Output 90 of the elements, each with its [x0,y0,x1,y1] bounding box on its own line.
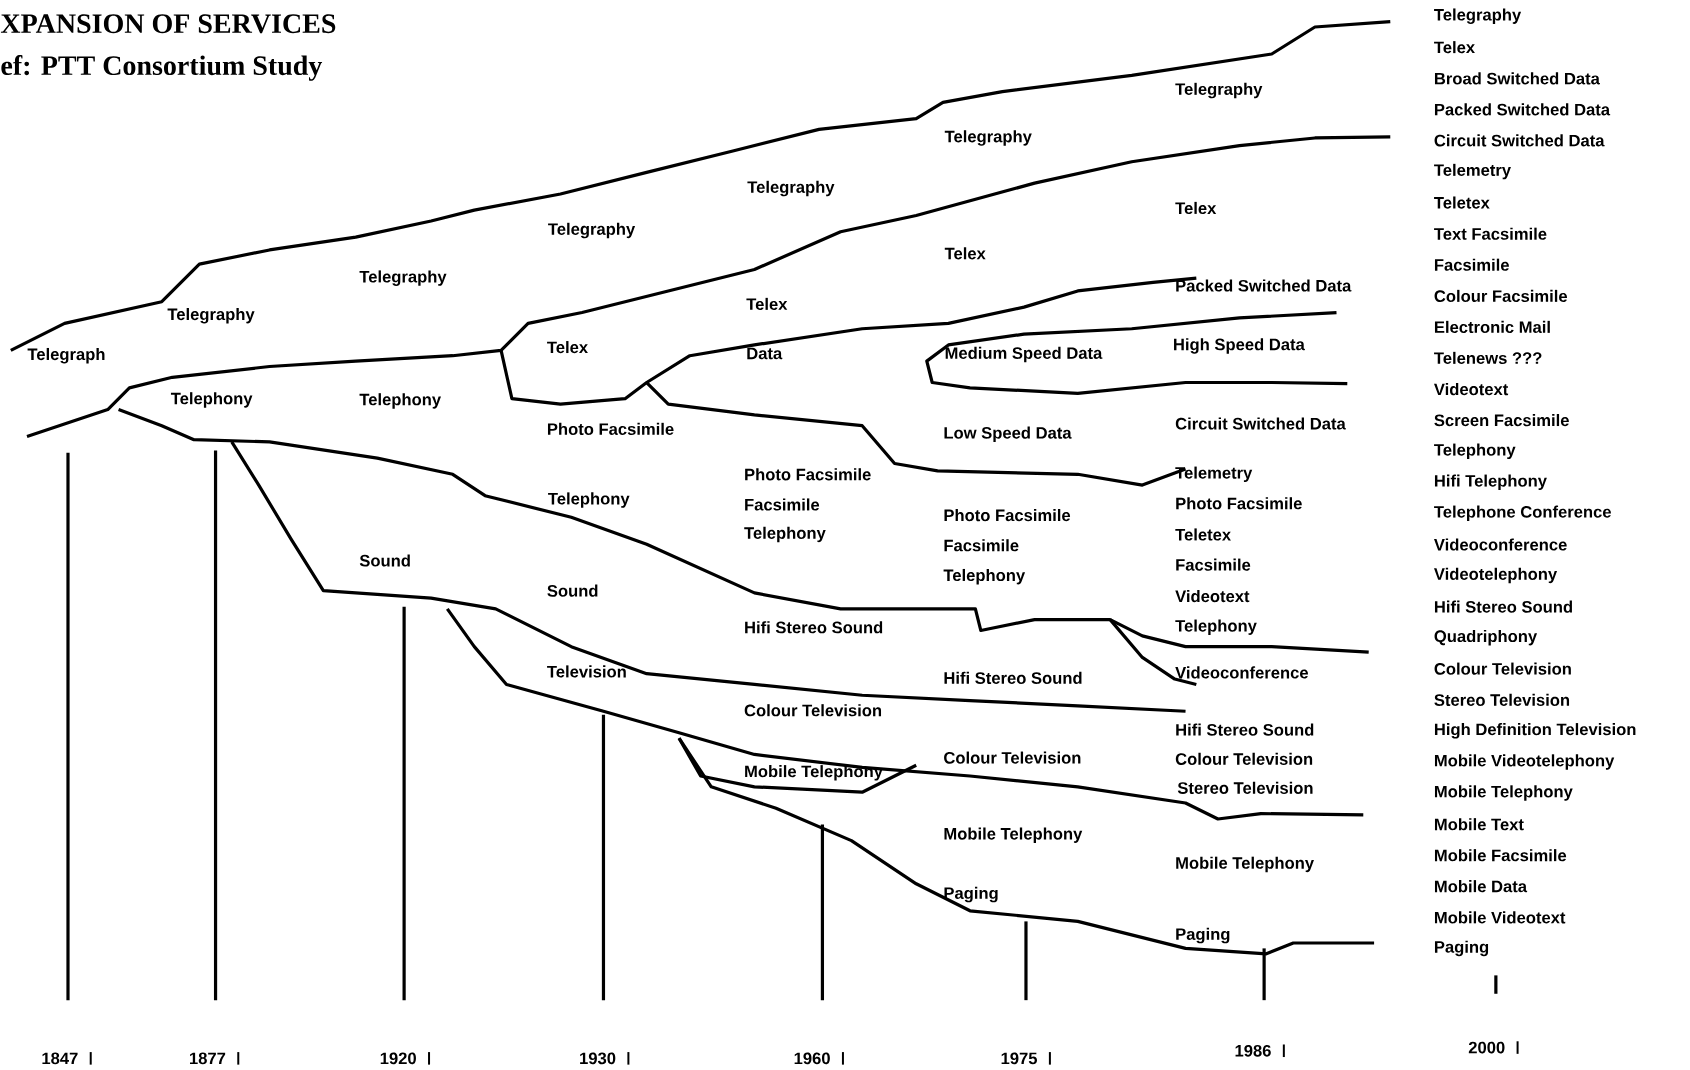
service-list-item: Circuit Switched Data [1434,134,1605,147]
service-list-item: Quadriphony [1434,629,1538,646]
band-label: Telegraph [27,347,105,364]
band-label: Teletex [1175,528,1231,541]
service-list-item: Videoconference [1434,538,1567,551]
year-label: 1877 [190,1052,226,1065]
service-list-item: Telegraphy [1434,8,1522,24]
service-list-item: Text Facsimile [1434,227,1547,240]
band-label: Facsimile [944,539,1019,552]
band-label: Telegraphy [548,222,636,239]
year-label: 1986 [1235,1044,1271,1057]
band-label: Telephony [548,492,630,508]
band-label: Telex [547,341,588,354]
title: XPANSION OF SERVICES [0,14,336,34]
service-list-item: Telephony [1434,443,1516,459]
year-label: 2000 [1468,1041,1505,1054]
service-list-item: Mobile Telephony [1435,785,1573,801]
band-label: Low Speed Data [944,426,1072,442]
band-label: Paging [1176,927,1230,944]
band-label: Hifi Stereo Sound [944,671,1082,684]
band-label: Videoconference [1175,666,1308,679]
service-list-item: Paging [1435,940,1489,957]
band-label: Telex [944,247,986,260]
band-label: Telegraphy [1175,82,1263,99]
band-label: Television [547,665,626,678]
band-label: Sound [547,584,598,597]
service-list-item: Teletex [1434,196,1490,209]
band-label: Telephony [744,526,826,543]
band-label: Stereo Television [1177,781,1313,794]
band-label: Telex [1175,201,1217,214]
band-label: Mobile Telephony [944,827,1083,843]
service-list-item: Videotelephony [1434,567,1558,584]
band-label: Telephony [943,568,1026,585]
service-list-item: Videotext [1434,382,1509,396]
band-label: Telegraphy [944,130,1032,146]
service-list-item: Hifi Telephony [1435,474,1547,490]
service-list-item: Telephone Conference [1434,505,1611,521]
service-list-item: Mobile Videotext [1435,911,1566,924]
band-label: Telemetry [1175,466,1253,482]
band-label: Packed Switched Data [1176,279,1352,292]
service-list-item: Stereo Television [1434,693,1570,706]
band-label: Paging [944,886,998,903]
band-label: Mobile Telephony [1176,856,1314,873]
year-label: 1975 [1001,1052,1037,1065]
band-label: Medium Speed Data [945,346,1103,363]
service-list-item: Mobile Facsimile [1435,849,1567,862]
service-list-item: Broad Switched Data [1435,72,1600,85]
year-label: 1960 [794,1052,830,1065]
band-label: Telephony [359,393,441,409]
service-list-item: Hifi Stereo Sound [1435,600,1572,613]
service-list-item: Telex [1434,41,1475,54]
band-label: Telegraphy [747,180,835,197]
band-label: Photo Facsimile [745,468,871,481]
service-list-item: Mobile Text [1435,818,1524,831]
band-label: Circuit Switched Data [1175,417,1346,430]
band-label: Colour Television [944,751,1081,764]
service-list-item: Packed Switched Data [1435,103,1611,116]
band-label: Hifi Stereo Sound [1176,723,1314,736]
band-label: Videotext [1175,589,1250,603]
band-label: Telegraphy [359,270,447,286]
service-list-item: Mobile Videotelephony [1435,754,1615,770]
band-label: Sound [359,554,410,567]
service-list-item: Telenews ??? [1434,351,1542,364]
band-label: Telephony [1175,619,1257,635]
band-label: Telex [746,297,788,310]
band-label: Telegraphy [167,307,255,324]
band-label: Hifi Stereo Sound [745,621,883,634]
service-list-item: High Definition Television [1435,723,1636,739]
band-label: Data [747,347,783,360]
band-label: Photo Facsimile [548,422,674,435]
year-label: 1847 [42,1052,78,1065]
band-label: Mobile Telephony [745,765,883,781]
service-list-item: Colour Television [1434,662,1571,675]
band-label: Photo Facsimile [944,508,1071,522]
service-list-item: Facsimile [1435,258,1509,271]
service-list-item: Mobile Data [1435,880,1528,893]
band-label: High Speed Data [1174,338,1305,354]
band-label: Photo Facsimile [1176,497,1302,510]
service-list-item: Electronic Mail [1435,320,1550,333]
band-label: Colour Television [1175,752,1313,765]
service-list-item: Colour Facsimile [1434,289,1567,302]
year-label: 1920 [380,1052,416,1065]
service-list-item: Telemetry [1434,163,1511,180]
source-note: ef: PTT Consortium Study [1,55,323,81]
band-label: Telephony [170,392,253,408]
band-label: Colour Television [744,704,881,717]
service-list-item: Screen Facsimile [1434,413,1569,427]
band-label: Facsimile [745,498,820,511]
band-label: Facsimile [1176,558,1251,571]
year-label: 1930 [580,1052,616,1065]
